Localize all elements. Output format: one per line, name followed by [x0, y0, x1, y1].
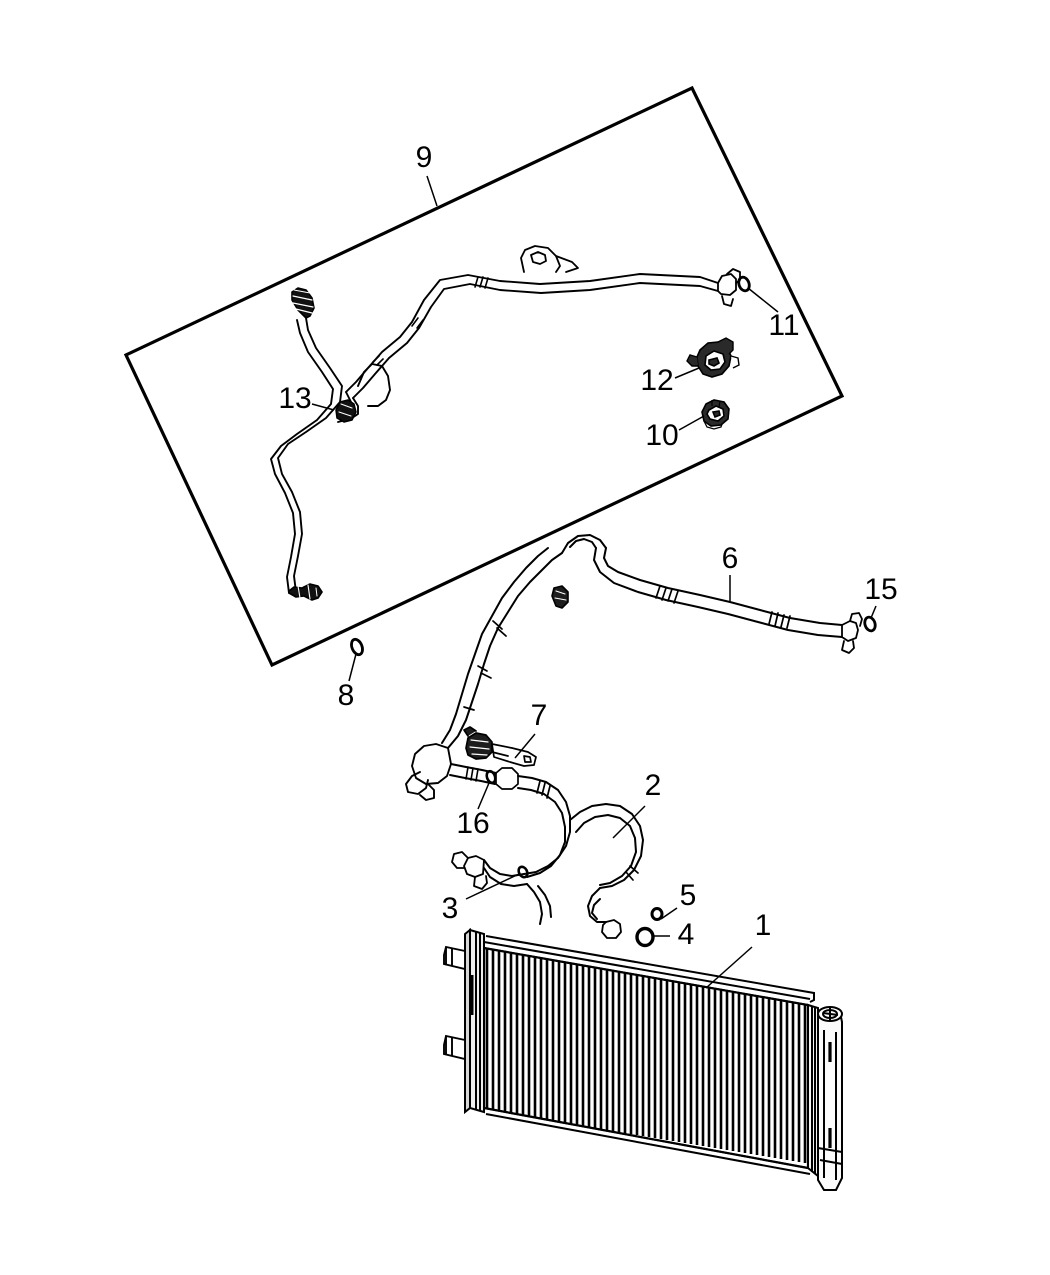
leader-7 [514, 733, 536, 759]
detail-frame-group [123, 85, 845, 668]
tube-clip-13 [335, 399, 357, 423]
leader-12 [674, 367, 700, 379]
callout-leaders [311, 175, 877, 989]
o-ring-11 [737, 275, 751, 293]
tube-end-fitting-lower-left [288, 583, 323, 601]
line-bracket-clamp-12 [686, 337, 740, 378]
leader-11 [747, 287, 779, 313]
refrigerant-tube-assembly [270, 245, 741, 601]
callout-label-11: 11 [768, 309, 799, 342]
liquid-line-hose-6 [561, 534, 863, 654]
o-ring-group [350, 275, 877, 948]
callout-label-4: 4 [678, 918, 695, 951]
callout-label-9: 9 [416, 141, 433, 174]
condenser-core-fins [484, 948, 808, 1168]
o-ring-4 [635, 926, 655, 948]
leader-3 [465, 873, 520, 900]
leader-8 [348, 653, 357, 682]
leader-10 [678, 415, 705, 431]
o-ring-5 [650, 907, 664, 921]
o-ring-3 [517, 865, 529, 879]
callout-label-15: 15 [864, 573, 897, 606]
callout-label-13: 13 [278, 382, 311, 415]
leader-5 [660, 907, 678, 920]
leader-13 [311, 403, 335, 411]
tube-mount-bracket [520, 245, 579, 273]
hose-end-fitting-lower-left [451, 851, 488, 890]
callout-label-5: 5 [680, 879, 697, 912]
hose-manifold-block [405, 743, 452, 801]
tube-end-fitting-upper-left [291, 287, 315, 319]
o-ring-8 [350, 637, 364, 657]
callout-label-2: 2 [645, 769, 662, 802]
receiver-drier-cylinder [817, 1006, 843, 1191]
callout-label-7: 7 [531, 699, 548, 732]
leader-15 [870, 605, 877, 619]
leader-16 [477, 782, 490, 810]
a-c-condenser [443, 927, 843, 1191]
tube-end-fitting-right [717, 268, 741, 307]
o-ring-15 [863, 615, 877, 633]
leader-2 [612, 805, 646, 839]
callout-label-6: 6 [722, 542, 739, 575]
callout-labels: 1 2 3 4 5 6 7 8 9 10 11 12 13 15 16 [278, 141, 897, 951]
tube-retainer-clip-10 [701, 399, 730, 430]
condenser-left-tank [464, 927, 485, 1115]
callout-label-1: 1 [755, 909, 772, 942]
parallelogram-detail-frame [123, 85, 845, 668]
callout-label-8: 8 [338, 679, 355, 712]
condenser-right-tank [807, 1003, 819, 1179]
leader-1 [705, 946, 753, 989]
condenser-mount-bracket-upper [443, 945, 466, 971]
condenser-mount-bracket-lower [443, 1034, 466, 1061]
pressure-transducer-7 [463, 726, 537, 767]
hose-end-fitting-6-right [841, 612, 863, 654]
callout-label-16: 16 [456, 807, 489, 840]
callout-label-10: 10 [645, 419, 678, 452]
callout-label-12: 12 [640, 364, 673, 397]
callout-label-3: 3 [442, 892, 459, 925]
suction-discharge-hose-assembly [405, 547, 644, 939]
leader-9 [426, 175, 438, 207]
o-ring-16 [485, 769, 497, 785]
